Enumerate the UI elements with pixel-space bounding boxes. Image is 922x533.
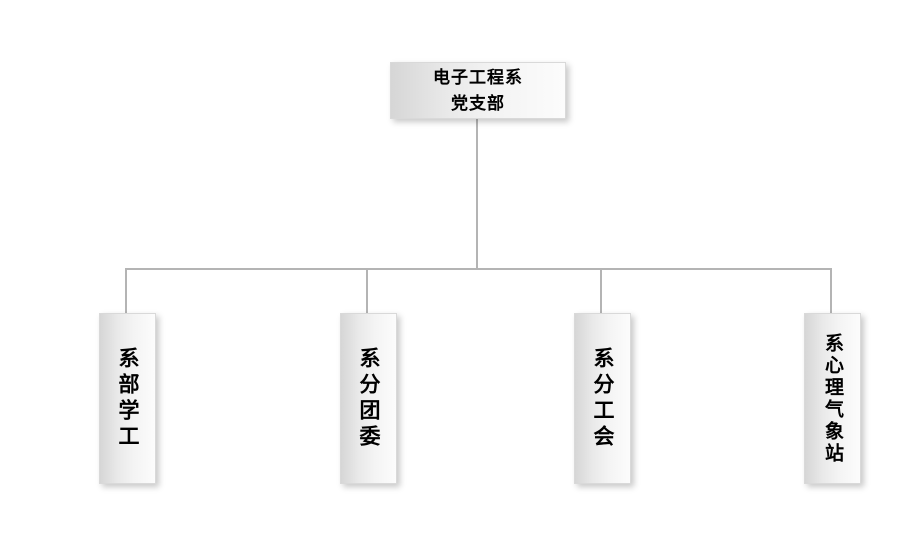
connector-root-stem: [476, 118, 478, 269]
node-child-3-label: 系分工会: [591, 346, 615, 451]
node-root: 电子工程系 党支部: [390, 62, 566, 119]
node-child-1: 系部学工: [99, 313, 156, 484]
node-child-2: 系分团委: [340, 313, 397, 484]
node-child-3: 系分工会: [574, 313, 631, 484]
node-child-2-label: 系分团委: [357, 346, 381, 451]
connector-drop-child-2: [366, 268, 368, 314]
connector-horizontal-bus: [125, 268, 832, 270]
node-child-1-label: 系部学工: [116, 346, 140, 451]
connector-drop-child-3: [600, 268, 602, 314]
connector-drop-child-4: [830, 268, 832, 314]
node-root-label: 电子工程系 党支部: [433, 67, 523, 114]
node-child-4-label: 系心理气象站: [822, 332, 844, 465]
connector-drop-child-1: [125, 268, 127, 314]
node-child-4: 系心理气象站: [804, 313, 861, 484]
